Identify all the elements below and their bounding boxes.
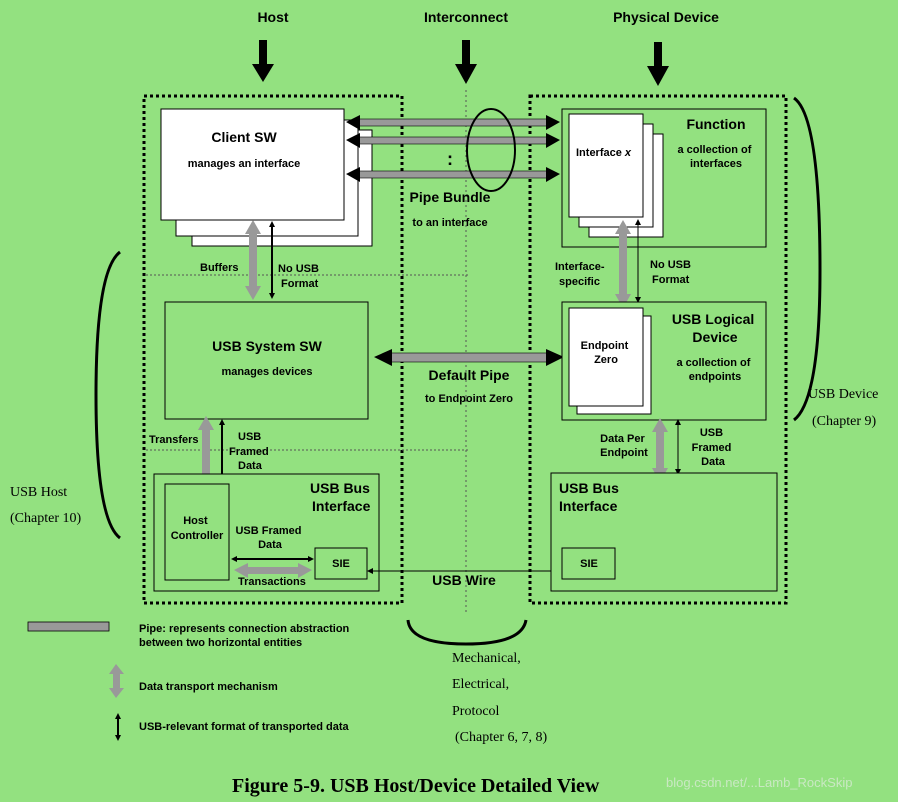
bundle-pipe-2: [346, 133, 560, 148]
client-sw-subtitle: manages an interface: [188, 158, 301, 170]
function-title: Function: [686, 116, 745, 132]
usb-system-sw-box: [164, 301, 369, 420]
endpoint-zero-label: Endpoint Zero: [581, 340, 632, 366]
interface-specific-gray-arrow: [615, 220, 631, 308]
host-down-arrow: [252, 40, 274, 82]
transfers-label: Transfers: [149, 434, 199, 446]
figure-caption: Figure 5-9. USB Host/Device Detailed Vie…: [232, 775, 600, 797]
usb-host-bracket: [94, 250, 121, 540]
usb-system-sw-title: USB System SW: [212, 338, 322, 354]
default-pipe-subtitle: to Endpoint Zero: [425, 393, 513, 405]
usb-wire-label: USB Wire: [432, 572, 496, 588]
pipe-bundle-subtitle: to an interface: [412, 217, 487, 229]
client-sw-title: Client SW: [211, 129, 277, 145]
legend: Pipe: represents connection abstraction …: [27, 621, 352, 741]
legend-pipe-text: Pipe: represents connection abstraction …: [139, 623, 352, 649]
endpoint-zero-stack: [568, 307, 652, 415]
interface-specific-label: Interface- specific: [555, 261, 608, 288]
buffers-gray-arrow: [245, 220, 261, 300]
host-usb-framed-data-label: USB Framed Data: [229, 431, 272, 472]
bundle-pipe-1: [346, 115, 560, 130]
usb-device-bracket-label: USB Device (Chapter 9): [808, 387, 882, 429]
interface-x-stack: [568, 113, 664, 238]
device-usb-framed-data-label: USB Framed Data: [692, 427, 735, 468]
device-no-usb-format-label: No USB Format: [650, 259, 694, 286]
device-usb-bus-interface-title: USB Bus Interface: [559, 480, 623, 514]
interface-x-label: Interface x: [576, 147, 632, 159]
mechanical-bracket: [406, 619, 528, 646]
host-controller-sie-gray-arrow: [234, 563, 312, 578]
pipe-bundle-pipes: [346, 115, 560, 182]
mechanical-notes: Mechanical, Electrical, Protocol (Chapte…: [452, 651, 547, 745]
interconnect-down-arrow: [455, 40, 477, 84]
device-sie-label: SIE: [580, 558, 598, 570]
bundle-pipe-3: [346, 167, 560, 182]
default-pipe-title: Default Pipe: [429, 367, 510, 383]
usb-device-bracket: [793, 96, 822, 422]
host-sie-label: SIE: [332, 558, 350, 570]
host-dotted-border: [142, 94, 404, 605]
host-controller-label: Host Controller: [171, 515, 224, 542]
device-down-arrow: [647, 42, 669, 86]
device-dotted-border: [528, 94, 788, 605]
transactions-label: Transactions: [238, 576, 306, 588]
host-usb-framed-data-inline: USB Framed Data: [235, 525, 304, 551]
interconnect-column-header: Interconnect: [424, 9, 508, 25]
watermark-text: blog.csdn.net/...Lamb_RockSkip: [666, 775, 852, 790]
physical-device-column-header: Physical Device: [613, 9, 719, 25]
function-subtitle: a collection of interfaces: [677, 144, 754, 170]
data-per-endpoint-gray-arrow: [652, 418, 668, 482]
legend-pipe-swatch: [27, 621, 110, 632]
client-sw-stack: [160, 108, 373, 247]
data-per-endpoint-label: Data Per Endpoint: [600, 433, 648, 459]
legend-data-transport-text: Data transport mechanism: [139, 681, 278, 693]
default-pipe: [374, 349, 564, 366]
pipe-bundle-title: Pipe Bundle: [410, 189, 491, 205]
host-column-header: Host: [257, 9, 288, 25]
host-controller-box: [164, 483, 230, 581]
usb-logical-device-title: USB Logical Device: [672, 311, 758, 345]
pipe-bundle-ellipsis: :: [447, 149, 453, 169]
buffers-label: Buffers: [200, 262, 239, 274]
legend-usb-format-text: USB-relevant format of transported data: [139, 721, 350, 733]
pipe-bundle-ellipse: [466, 108, 516, 192]
host-usb-bus-interface-title: USB Bus Interface: [310, 480, 374, 514]
usb-system-sw-subtitle: manages devices: [221, 366, 312, 378]
host-no-usb-format-label: No USB Format: [278, 263, 322, 290]
usb-host-bracket-label: USB Host (Chapter 10): [10, 485, 81, 526]
device-sie-box: [561, 547, 616, 580]
host-sie-box: [314, 547, 368, 580]
usb-logical-device-subtitle: a collection of endpoints: [676, 357, 753, 383]
legend-data-transport-arrow: [109, 664, 124, 698]
